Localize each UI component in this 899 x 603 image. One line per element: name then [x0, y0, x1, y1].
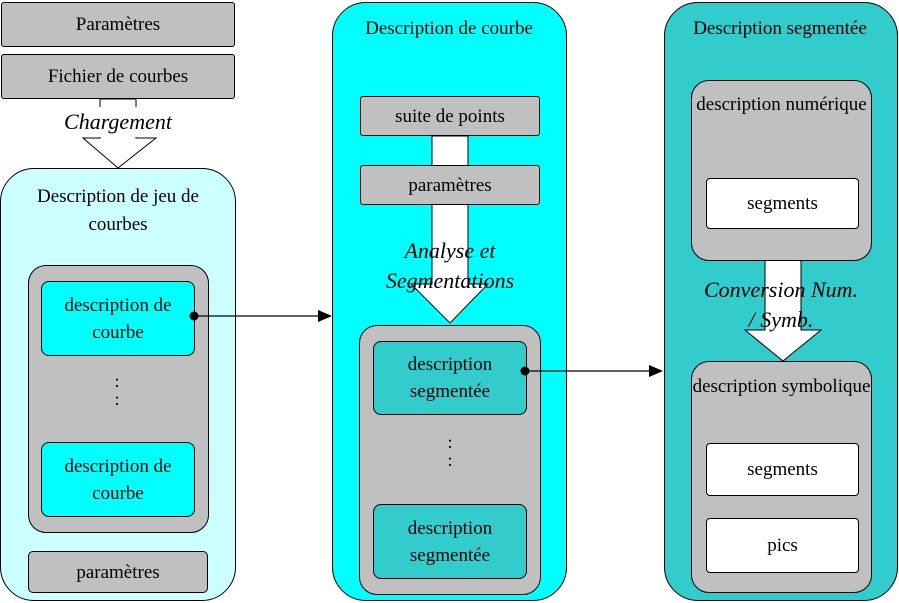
panel2-dots: :: — [447, 432, 453, 470]
pics-box: pics — [706, 518, 859, 573]
suite-de-points-box: suite de points — [360, 96, 540, 136]
connector-courbe-to-panel2 — [189, 310, 332, 322]
description-courbe-1: description de courbe — [41, 281, 195, 356]
panel3-title: Description segmentée — [693, 18, 867, 39]
description-segmentee-1-label: description segmentée — [407, 354, 493, 402]
panel1-parametres-label: paramètres — [76, 561, 160, 583]
panel1-parametres-box: paramètres — [28, 551, 208, 593]
description-segmentee-2-label: description segmentée — [407, 517, 493, 566]
panel1-title: Description de jeu de courbes — [37, 186, 199, 235]
panel2-title: Description de courbe — [365, 18, 533, 39]
description-segmentee-1: description segmentée — [373, 341, 527, 415]
description-numerique-container — [691, 80, 872, 261]
description-courbe-1-label: description de courbe — [64, 294, 172, 343]
parametres-box: Paramètres — [1, 2, 235, 47]
panel2-parametres-box: paramètres — [360, 165, 540, 205]
pics-label: pics — [767, 535, 798, 556]
panel2-parametres-label: paramètres — [408, 174, 492, 196]
numerique-segments-box: segments — [706, 178, 859, 229]
chargement-label: Chargement — [18, 107, 218, 137]
description-numerique-label: description numérique — [696, 94, 867, 115]
description-segmentee-2: description segmentée — [373, 504, 527, 579]
fichier-courbes-label: Fichier de courbes — [47, 66, 189, 87]
parametres-label: Paramètres — [75, 14, 161, 35]
description-courbe-2: description de courbe — [41, 442, 195, 517]
description-courbe-2-label: description de courbe — [64, 455, 172, 504]
analyse-label: Analyse et Segmentations — [385, 238, 515, 293]
numerique-segments-label: segments — [747, 193, 818, 214]
symbolique-segments-box: segments — [706, 443, 859, 496]
connector-segmentee-to-panel3 — [520, 365, 663, 377]
panel1-dots: :: — [114, 371, 120, 409]
symbolique-segments-label: segments — [747, 459, 818, 480]
conversion-label: Conversion Num. / Symb. — [704, 277, 858, 332]
suite-de-points-label: suite de points — [395, 105, 505, 127]
description-symbolique-label: description symbolique — [692, 376, 871, 397]
